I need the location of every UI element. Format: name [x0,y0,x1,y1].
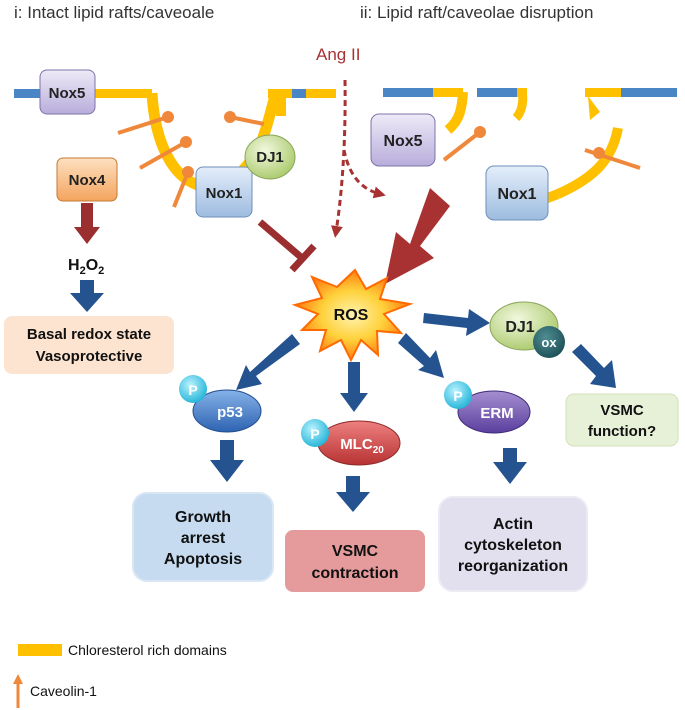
inhibition-line [257,219,317,273]
legend-cholesterol-swatch [18,644,62,656]
dj1-oxidized: DJ1 ox [489,301,565,358]
nox1-disrupted: Nox1 [485,165,549,221]
p53-label: p53 [217,404,243,421]
ros-label: ROS [334,307,369,324]
dj1-label: DJ1 [256,149,284,166]
p53-phospho-label: P [188,382,197,398]
basal-line2: Vasoprotective [36,348,143,365]
ros-burst: ROS [291,268,414,363]
ros-to-erm-arrow [398,333,444,378]
nox4: Nox4 [56,157,118,202]
vsmc-contraction-box: VSMC contraction [285,530,425,592]
contraction-line2: contraction [311,565,398,582]
nox1-intact: Nox1 [195,166,253,218]
erm-label: ERM [480,405,513,422]
nox5-disrupted: Nox5 [370,113,436,167]
growth-line1: Growth [175,509,231,526]
vsmc-function-line1: VSMC [600,402,644,419]
nox4-label: Nox4 [69,172,106,189]
ox-label: ox [541,335,557,350]
ros-to-p53-arrow [236,334,300,390]
p53-node: p53 P [179,375,262,433]
actin-box: Actin cytoskeleton reorganization [438,496,588,592]
actin-line3: reorganization [458,558,568,575]
actin-line1: Actin [493,516,533,533]
mlc20-node: MLC20 P [301,419,401,466]
heading-intact-rafts: i: Intact lipid rafts/caveoale [14,3,214,22]
legend-caveolin-label: Caveolin-1 [30,683,97,699]
vsmc-function-line2: function? [588,423,656,440]
contraction-line1: VSMC [332,543,379,560]
angii-label: Ang II [316,45,360,64]
basal-line1: Basal redox state [27,326,151,343]
nox5-right-label: Nox5 [383,133,422,150]
basal-redox-box: Basal redox state Vasoprotective [4,316,174,374]
legend-caveolin-icon [13,674,23,708]
nox5-label: Nox5 [49,85,86,102]
ros-to-mlc-arrow [340,362,368,412]
legend: Chloresterol rich domains Caveolin-1 [13,642,227,708]
h2o2-to-basal-arrow [70,280,104,312]
ros-to-dj1-arrow [423,309,490,336]
nox1-right-label: Nox1 [497,186,536,203]
dj1-to-vsmc-arrow [572,344,616,388]
vsmc-function-box: VSMC function? [565,393,679,447]
legend-cholesterol-label: Chloresterol rich domains [68,642,227,658]
growth-arrest-box: Growth arrest Apoptosis [132,492,274,582]
mlc-phospho-label: P [310,426,319,442]
erm-node: ERM P [444,381,531,434]
p53-to-growth-arrow [210,440,244,482]
nox5-intact: Nox5 [39,69,96,115]
growth-line3: Apoptosis [164,551,242,568]
caveolin-disrupted [442,126,641,170]
growth-line2: arrest [181,530,226,547]
nox4-to-h2o2-arrow [74,203,100,244]
mlc-label: MLC20 [340,436,384,456]
heading-raft-disruption: ii: Lipid raft/caveolae disruption [360,3,593,22]
actin-line2: cytoskeleton [464,537,562,554]
erm-to-actin-arrow [493,448,527,484]
dj1-intact: DJ1 [244,134,296,180]
angii-dashed-arrows [330,79,386,238]
erm-phospho-label: P [453,388,462,404]
h2o2-label: H2O2 [68,257,104,277]
mlc-to-contraction-arrow [336,476,370,512]
activation-arrow-large [385,188,450,284]
dj1-ox-label: DJ1 [505,319,534,336]
nox1-label: Nox1 [206,185,243,202]
